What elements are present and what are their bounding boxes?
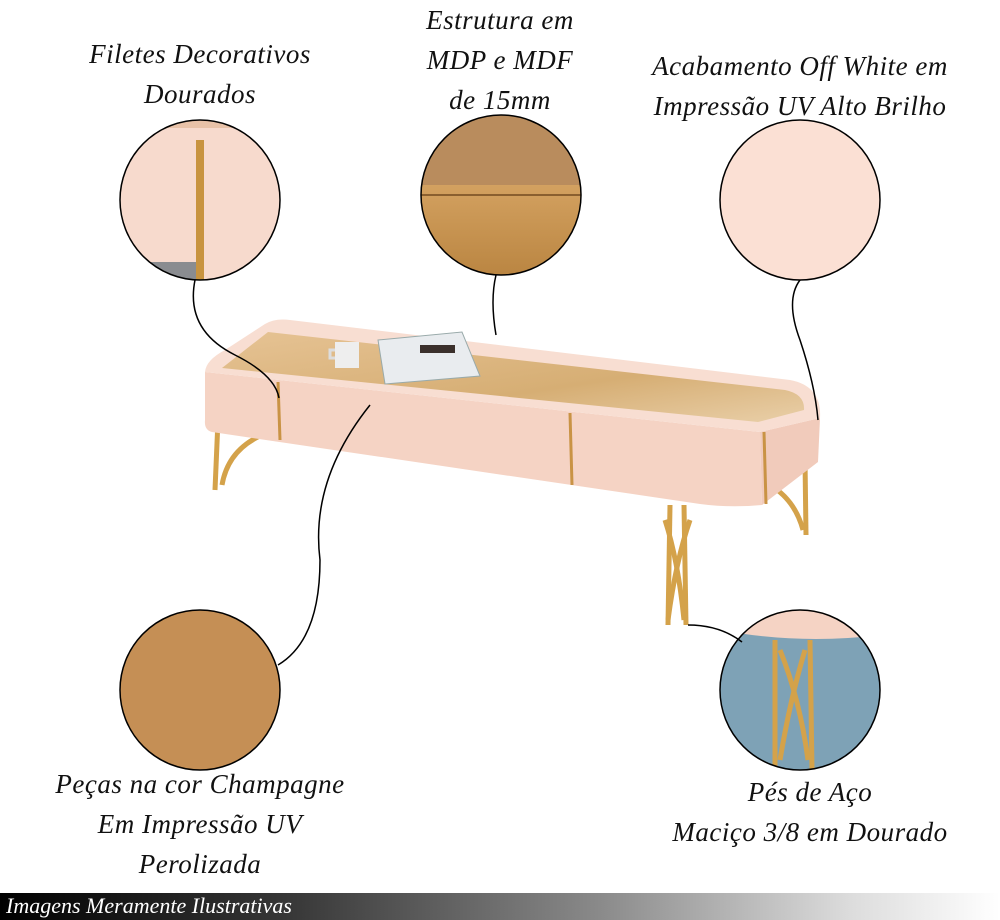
detail-estrutura — [421, 115, 581, 275]
detail-pes — [720, 610, 880, 770]
disclaimer-bar: Imagens Meramente Ilustrativas — [0, 893, 1000, 920]
leader-lines — [192, 274, 819, 666]
detail-pecas — [120, 610, 280, 770]
disclaimer-text: Imagens Meramente Ilustrativas — [6, 893, 292, 918]
table-body — [204, 319, 821, 507]
detail-acabamento — [720, 120, 880, 280]
detail-filetes — [120, 120, 280, 280]
